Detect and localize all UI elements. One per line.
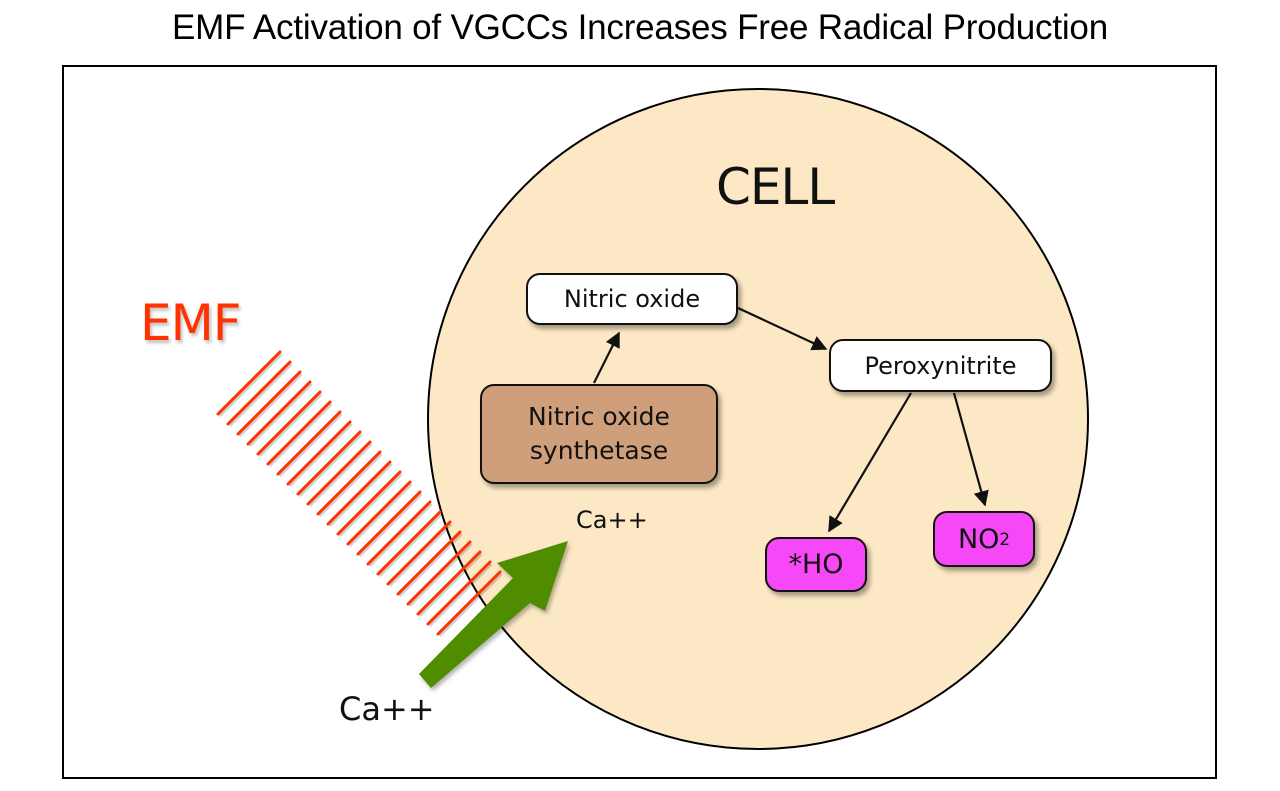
emf-wave-line: [306, 440, 372, 506]
emf-wave-line-shadow: [218, 352, 283, 418]
arrow-peroxynitrite-to-no2: [952, 392, 989, 507]
calcium-outside-label: Ca++: [339, 690, 435, 728]
emf-wave-line: [286, 420, 352, 486]
emf-wave-line-shadow: [348, 482, 413, 548]
emf-wave-lines-icon: [216, 350, 503, 638]
emf-label: EMF: [140, 294, 241, 352]
emf-wave-line: [376, 510, 442, 576]
emf-wave-line-shadow: [408, 542, 473, 608]
emf-wave-line: [296, 430, 362, 496]
emf-wave-line-shadow: [258, 392, 323, 458]
emf-wave-line-shadow: [318, 452, 383, 518]
emf-wave-line-shadow: [308, 442, 373, 508]
emf-wave-line: [366, 500, 432, 566]
emf-wave-line-shadow: [398, 532, 463, 598]
node-no2-subscript: 2: [999, 529, 1011, 549]
node-nitric-oxide: Nitric oxide: [526, 273, 738, 325]
emf-wave-line: [386, 520, 452, 586]
emf-wave-line: [316, 450, 382, 516]
emf-wave-line: [326, 460, 392, 526]
emf-wave-line: [436, 570, 502, 636]
emf-wave-line-shadow: [358, 492, 423, 558]
emf-wave-line-shadow: [298, 432, 363, 498]
node-hydroxyl-radical: *HO: [765, 537, 867, 592]
emf-wave-line: [276, 410, 342, 476]
diagram-frame: [62, 65, 1217, 779]
emf-wave-line-shadow: [438, 572, 503, 638]
emf-wave-line: [256, 390, 322, 456]
arrow-synthetase-to-nitric-oxide: [593, 331, 620, 384]
emf-wave-line-shadow: [378, 512, 443, 578]
emf-wave-line-shadow: [248, 382, 313, 448]
emf-wave-line: [266, 400, 332, 466]
emf-wave-line: [416, 550, 482, 616]
emf-wave-line: [246, 380, 312, 446]
node-nitric-oxide-synthetase: Nitric oxide synthetase: [480, 384, 718, 484]
node-hydroxyl-label: *HO: [788, 549, 844, 580]
calcium-inside-label: Ca++: [576, 506, 648, 534]
arrow-nitric-oxide-to-peroxynitrite: [737, 307, 828, 351]
emf-wave-line-shadow: [238, 372, 303, 438]
emf-wave-line-shadow: [428, 562, 493, 628]
node-no2-label: NO: [957, 523, 1000, 555]
arrow-peroxynitrite-to-hydroxyl: [828, 392, 912, 533]
cell-label: CELL: [716, 158, 835, 216]
emf-wave-line: [426, 560, 492, 626]
emf-wave-line-shadow: [418, 552, 483, 618]
emf-wave-line-shadow: [228, 362, 293, 428]
emf-wave-line: [336, 470, 402, 536]
emf-wave-line-shadow: [338, 472, 403, 538]
node-nitric-oxide-label: Nitric oxide: [563, 285, 701, 313]
cell-membrane: [427, 88, 1089, 750]
emf-wave-line: [226, 360, 292, 426]
node-synthetase-line1: Nitric oxide: [528, 402, 670, 432]
diagram-title: EMF Activation of VGCCs Increases Free R…: [172, 8, 1108, 47]
emf-wave-line: [356, 490, 422, 556]
emf-wave-line: [396, 530, 462, 596]
emf-wave-line-shadow: [288, 422, 353, 488]
calcium-influx-arrow-icon: [419, 541, 568, 688]
emf-wave-line-shadow: [278, 412, 343, 478]
emf-wave-line-shadow: [388, 522, 453, 588]
node-synthetase-line2: synthetase: [529, 436, 669, 465]
node-peroxynitrite-label: Peroxynitrite: [864, 351, 1017, 380]
emf-wave-line: [406, 540, 472, 606]
emf-wave-line-shadow: [268, 402, 333, 468]
emf-wave-line: [236, 370, 302, 436]
node-peroxynitrite: Peroxynitrite: [829, 339, 1052, 392]
emf-wave-line: [216, 350, 282, 416]
emf-wave-line-shadow: [328, 462, 393, 528]
emf-wave-line-shadow: [368, 502, 433, 568]
emf-wave-line: [346, 480, 412, 546]
